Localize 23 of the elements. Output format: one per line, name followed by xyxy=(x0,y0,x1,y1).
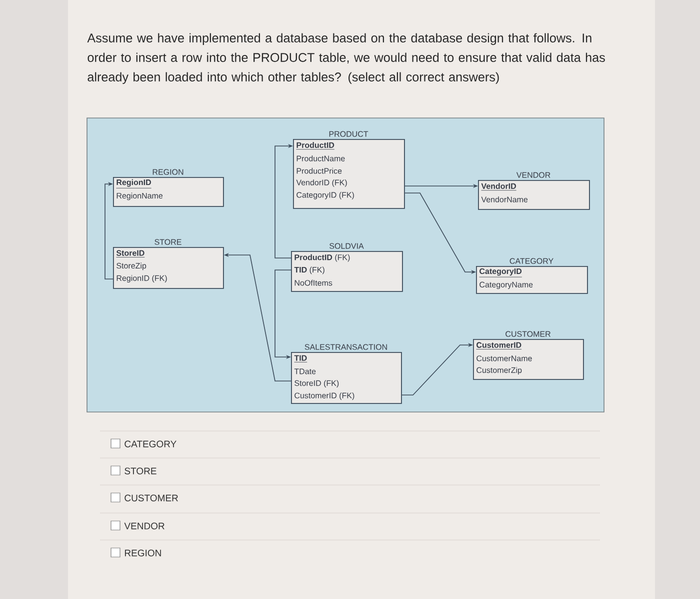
checkbox-option: CUSTOMER xyxy=(110,492,178,502)
node-label: REGION xyxy=(152,169,184,175)
node-label: CUSTOMER xyxy=(506,331,550,337)
table-box: STORE StoreID StoreZip RegionID (FK) xyxy=(113,239,224,289)
node-label: SOLDVIA xyxy=(330,243,364,249)
checkbox-option: REGION xyxy=(110,548,161,558)
table-box: SOLDVIA ProductID (FK) TID (FK) NoOfItems xyxy=(291,243,403,292)
checkbox-option: CATEGORY xyxy=(110,438,176,448)
arrow xyxy=(104,182,114,280)
table-box: CUSTOMER CustomerID CustomerName CustomerZip xyxy=(473,331,584,380)
question-text: Assume we have implemented a database based on the database design that follows. In order to insert a row into the PRODUCT table, we would need to ensure that valid data has already been loaded into which other tables? (select all correct answers) xyxy=(87,33,605,84)
node-label: CATEGORY xyxy=(510,258,554,264)
node-label: PRODUCT xyxy=(329,131,368,137)
checkbox-option: VENDOR xyxy=(110,520,164,530)
table-box: CATEGORY CategoryID CategoryName xyxy=(476,258,588,294)
table-box: PRODUCT ProductID ProductName ProductPrice VendorID (FK) CategoryID (FK) xyxy=(293,131,405,209)
node-label: VENDOR xyxy=(516,172,550,178)
table-box: VENDOR VendorID VendorName xyxy=(478,172,590,210)
table-box: REGION RegionID RegionName xyxy=(113,169,224,207)
table-box: SALESTRANSACTION TID TDate StoreID (FK) CustomerID (FK) xyxy=(291,344,402,404)
node-label: SALESTRANSACTION xyxy=(304,344,387,350)
node-label: STORE xyxy=(154,239,182,245)
checkbox-option: STORE xyxy=(110,466,156,476)
